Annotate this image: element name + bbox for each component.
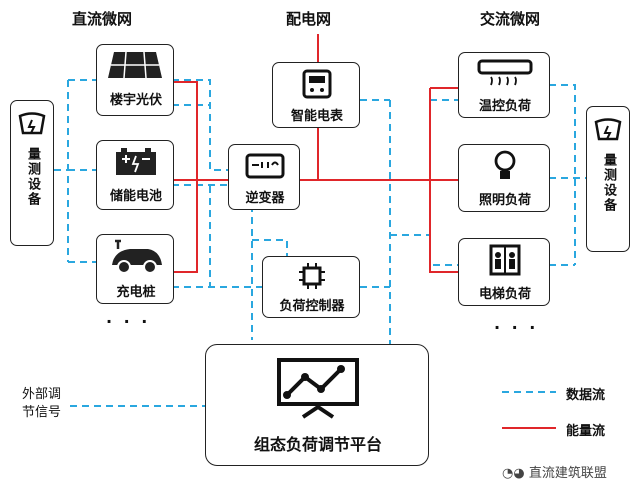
ellipsis-ac: · · · (494, 318, 539, 337)
ev-car-icon (112, 239, 162, 274)
inverter-icon (245, 153, 285, 179)
watermark: ◔◕ 直流建筑联盟 (502, 462, 607, 481)
node-smart-meter: 智能电表 (272, 62, 360, 128)
measurement-device-right: 量测设备 (586, 106, 630, 252)
node-label: 智能电表 (290, 109, 343, 124)
header-distribution-grid: 配电网 (286, 10, 332, 28)
node-label: 温控负荷 (478, 99, 531, 114)
node-thermal-load: 温控负荷 (458, 52, 550, 118)
meter-icon (302, 69, 332, 99)
node-inverter: 逆变器 (228, 144, 300, 210)
node-charging-pile: 充电桩 (96, 234, 174, 304)
chip-icon (299, 263, 325, 289)
node-elevator-load: 电梯负荷 (458, 238, 550, 306)
node-label: 储能电池 (109, 189, 162, 204)
node-load-controller: 负荷控制器 (262, 256, 360, 318)
node-label: 楼宇光伏 (109, 93, 162, 108)
node-label: 电梯负荷 (478, 287, 531, 302)
node-label: 充电桩 (116, 285, 156, 300)
node-label: 照明负荷 (478, 193, 531, 208)
node-label: 逆变器 (245, 191, 285, 206)
elevator-icon (489, 244, 521, 276)
node-lighting-load: 照明负荷 (458, 144, 550, 212)
measurement-label-left: 量测设备 (25, 147, 40, 207)
header-ac-microgrid: 交流微网 (480, 10, 541, 28)
node-building-pv: 楼宇光伏 (96, 44, 174, 116)
solar-panel-icon (108, 51, 162, 79)
legend-data-flow: 数据流 (566, 388, 606, 403)
gauge-icon (594, 118, 622, 141)
battery-icon (116, 148, 156, 175)
measurement-device-left: 量测设备 (10, 100, 54, 246)
node-label: 负荷控制器 (279, 299, 345, 314)
gauge-icon (18, 112, 46, 135)
load-regulation-platform: 组态负荷调节平台 (205, 344, 429, 466)
measurement-label-right: 量测设备 (601, 153, 616, 213)
external-signal-label: 外部调节信号 (22, 387, 62, 420)
node-storage-battery: 储能电池 (96, 140, 174, 210)
legend-energy-flow: 能量流 (566, 424, 606, 439)
header-dc-microgrid: 直流微网 (72, 10, 133, 28)
dashboard-chart-icon (277, 358, 359, 419)
wechat-icon: ◔◕ (502, 466, 529, 481)
platform-title: 组态负荷调节平台 (253, 435, 382, 454)
air-conditioner-icon (477, 59, 533, 86)
watermark-text: 直流建筑联盟 (528, 466, 607, 481)
light-bulb-icon (494, 150, 516, 179)
ellipsis-dc: · · · (106, 312, 151, 331)
